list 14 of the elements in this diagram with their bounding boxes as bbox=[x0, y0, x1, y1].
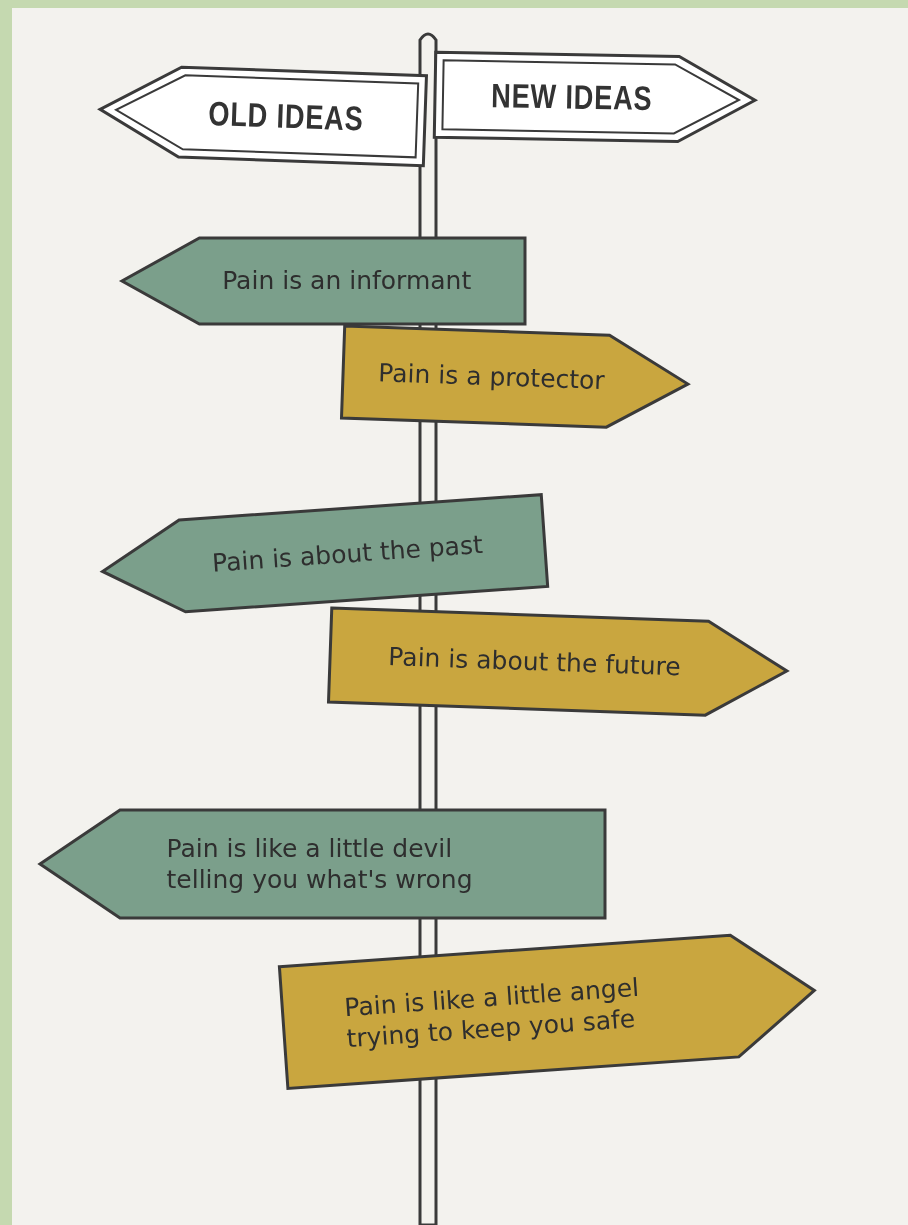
sign-text: Pain is like a little devil telling you what's wrong bbox=[166, 832, 474, 896]
sign-text: Pain is about the past bbox=[211, 529, 484, 580]
arrow-sign bbox=[328, 608, 789, 718]
sign-text: Pain is about the future bbox=[387, 641, 682, 683]
sign-text: Pain is an informant bbox=[222, 265, 472, 297]
direction-sign bbox=[98, 64, 427, 166]
arrow-sign bbox=[122, 238, 525, 324]
sign-text: OLD IDEAS bbox=[208, 92, 365, 140]
sign-text: Pain is a protector bbox=[377, 357, 606, 397]
direction-sign bbox=[434, 52, 756, 143]
arrow-sign bbox=[341, 326, 690, 430]
arrow-sign bbox=[40, 810, 605, 918]
sign-text: NEW IDEAS bbox=[491, 75, 654, 120]
sign-text: Pain is like a little angel trying to keep you safe bbox=[343, 971, 641, 1055]
